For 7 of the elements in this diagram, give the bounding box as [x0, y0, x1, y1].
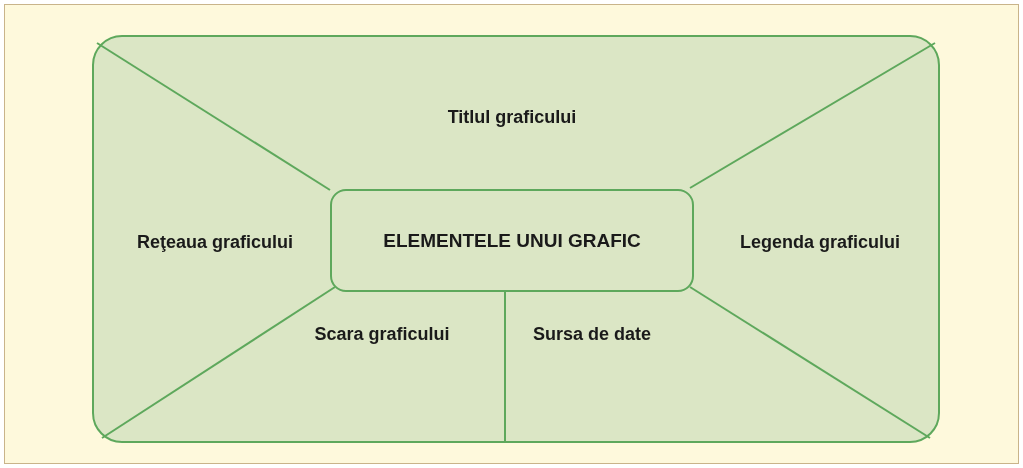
region-label: Titlul graficului [332, 62, 692, 172]
diagram-panel [92, 35, 940, 443]
center-box: ELEMENTELE UNUI GRAFIC [330, 189, 694, 292]
region-label: Sursa de date [512, 305, 672, 363]
region-label: Legenda graficului [710, 202, 930, 282]
region-label: Scara graficului [282, 305, 482, 363]
region-label: Reţeaua graficului [110, 202, 320, 282]
